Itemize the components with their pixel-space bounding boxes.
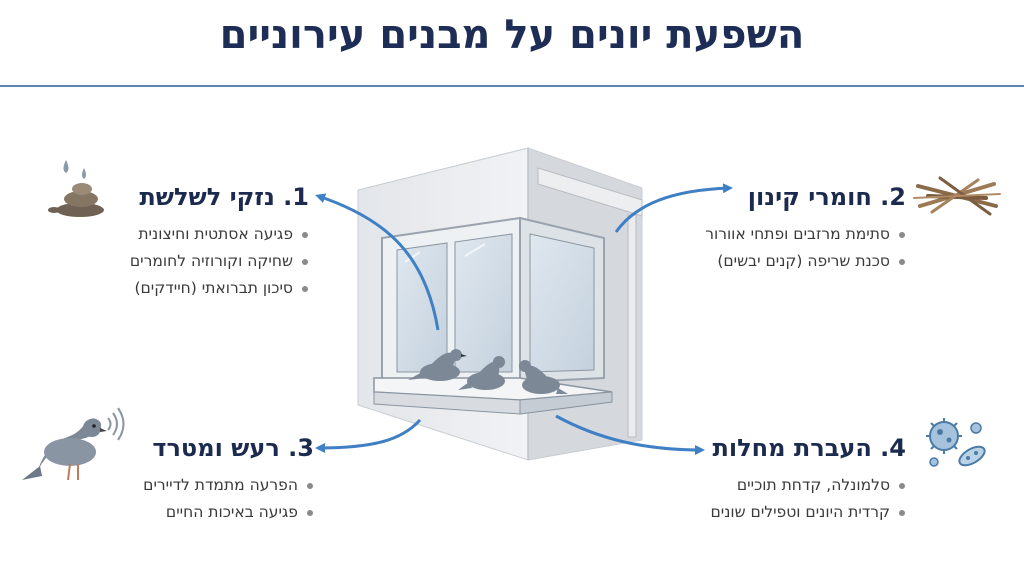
bullet-list: סתימת מרזבים ופתחי אוורור סכנת שריפה (קנ… [705,221,906,275]
germs-icon [926,418,986,467]
list-item: סכנת שריפה (קנים יבשים) [705,248,906,275]
title-divider [0,85,1024,87]
arrow-to-droppings [315,193,440,331]
list-item: פגיעה אסתטית וחיצונית [130,221,309,248]
page-title: השפעת יונים על מבנים עירוניים [219,12,805,58]
bullet-list: פגיעה אסתטית וחיצונית שחיקה וקורוזיה לחו… [130,221,309,302]
cooing-pigeon-icon [22,407,125,481]
list-item: שחיקה וקורוזיה לחומרים [130,248,309,275]
section-droppings: 1. נזקי לשלשת פגיעה אסתטית וחיצונית שחיק… [130,183,309,302]
list-item: קרדית היונים וטפילים שונים [710,499,906,526]
pigeon-on-sill-2 [458,356,505,390]
section-noise: 3. רעש ומטרד הפרעה מתמדת לדיירים פגיעה ב… [143,434,314,526]
arrow-to-nesting [614,183,733,233]
list-item: הפרעה מתמדת לדיירים [143,472,314,499]
section-heading: 1. נזקי לשלשת [139,183,309,211]
nest-twigs-icon [913,176,1001,216]
arrow-to-noise [315,418,422,453]
list-item: סתימת מרזבים ופתחי אוורור [705,221,906,248]
section-heading: 4. העברת מחלות [712,434,907,462]
pigeon-on-sill-3 [519,360,568,394]
list-item: סיכון תברואתי (חיידקים) [130,275,309,302]
section-heading: 3. רעש ומטרד [152,434,314,462]
section-heading: 2. חומרי קינון [747,183,906,211]
list-item: סלמונלה, קדחת תוכיים [710,472,906,499]
pigeon-on-sill-1 [408,349,467,381]
arrow-to-disease [555,414,705,455]
droppings-icon [48,160,104,217]
bullet-list: הפרעה מתמדת לדיירים פגיעה באיכות החיים [143,472,314,526]
bullet-list: סלמונלה, קדחת תוכיים קרדית היונים וטפילי… [710,472,906,526]
section-disease: 4. העברת מחלות סלמונלה, קדחת תוכיים קרדי… [710,434,906,526]
section-nesting: 2. חומרי קינון סתימת מרזבים ופתחי אוורור… [705,183,906,275]
list-item: פגיעה באיכות החיים [143,499,314,526]
